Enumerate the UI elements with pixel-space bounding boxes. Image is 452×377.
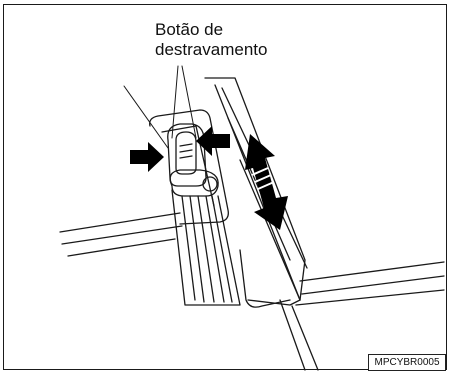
belt-fold	[181, 195, 196, 301]
figure-code: MPCYBR0005	[368, 354, 446, 371]
door-frame-line	[59, 212, 181, 233]
pillar-outline	[204, 77, 306, 306]
anchor-bolt	[202, 176, 218, 192]
release-button	[175, 131, 197, 175]
callout-leader	[181, 65, 197, 139]
belt-fold	[205, 195, 225, 303]
belt-webbing	[171, 189, 241, 306]
pillar-edge	[214, 84, 301, 301]
leader-line	[123, 85, 169, 149]
door-frame-line	[67, 238, 176, 257]
press-arrow-right-icon	[196, 126, 230, 156]
trim-panel	[239, 249, 291, 308]
door-frame-line	[61, 225, 183, 245]
pillar-edge	[279, 299, 306, 371]
callout-release-button: Botão de destravamento	[155, 20, 315, 60]
slide-arrow-up-down-icon	[245, 134, 288, 230]
button-grip	[179, 143, 193, 159]
anchor-ring	[169, 169, 219, 197]
door-frame-line	[295, 289, 445, 306]
door-frame-line	[301, 275, 445, 295]
callout-line-1: Botão de	[155, 20, 224, 39]
callout-leader	[171, 65, 179, 139]
anchor-body	[167, 123, 207, 187]
belt-fold	[211, 195, 233, 303]
belt-fold	[189, 195, 205, 303]
adjuster-plate	[149, 109, 229, 225]
adjuster-plate-inner	[161, 125, 215, 207]
illustration-frame	[3, 4, 447, 370]
door-frame-line	[299, 261, 445, 282]
callout-line-2: destravamento	[155, 40, 268, 59]
belt-fold	[197, 195, 215, 303]
pillar-edge	[239, 159, 301, 301]
pillar-edge	[291, 305, 319, 371]
press-arrow-left-icon	[130, 142, 164, 172]
